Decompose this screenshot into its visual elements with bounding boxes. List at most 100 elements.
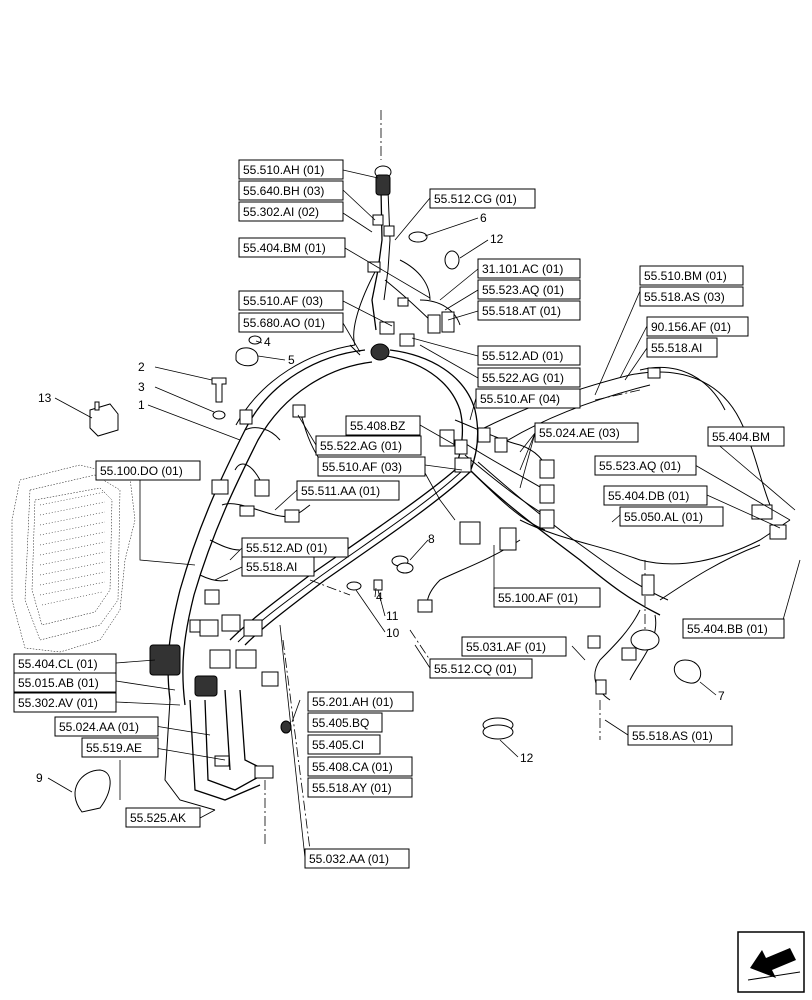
ref-55.518.AS-01[interactable]: 55.518.AS (01) [627, 725, 733, 746]
ref-55.511.AA-01[interactable]: 55.511.AA (01) [296, 480, 400, 501]
ref-55.050.AL-01[interactable]: 55.050.AL (01) [619, 506, 724, 527]
ref-55.518.AI-top[interactable]: 55.518.AI [646, 337, 718, 358]
ref-55.201.AH-01[interactable]: 55.201.AH (01) [307, 691, 414, 712]
ref-55.015.AB-01[interactable]: 55.015.AB (01) [13, 672, 117, 693]
svg-text:55.201.AH (01): 55.201.AH (01) [312, 695, 393, 709]
svg-text:55.510.AF (03): 55.510.AF (03) [322, 460, 402, 474]
ref-55.518.AY-01[interactable]: 55.518.AY (01) [307, 777, 413, 798]
ref-55.510.BM-01[interactable]: 55.510.BM (01) [639, 265, 744, 286]
ref-55.404.BB-01[interactable]: 55.404.BB (01) [682, 618, 785, 639]
svg-text:55.525.AK: 55.525.AK [130, 811, 186, 825]
svg-text:55.511.AA (01): 55.511.AA (01) [301, 484, 380, 498]
item-number-4-mid: 4 [376, 590, 383, 604]
controller-module [11, 464, 136, 653]
ref-55.522.AG-01-top[interactable]: 55.522.AG (01) [477, 367, 581, 388]
ref-31.101.AC-01[interactable]: 31.101.AC (01) [477, 258, 581, 279]
item-number-5: 5 [288, 353, 295, 367]
ref-55.512.CG-01[interactable]: 55.512.CG (01) [429, 188, 536, 209]
next-page-arrow-icon[interactable] [737, 931, 805, 993]
svg-text:55.510.AF (03): 55.510.AF (03) [243, 294, 323, 308]
ref-55.518.AI-left[interactable]: 55.518.AI [241, 556, 315, 577]
ref-55.518.AT-01[interactable]: 55.518.AT (01) [477, 300, 581, 321]
svg-text:55.050.AL (01): 55.050.AL (01) [624, 510, 703, 524]
svg-text:55.015.AB (01): 55.015.AB (01) [18, 676, 99, 690]
svg-text:55.404.BM (01): 55.404.BM (01) [243, 241, 326, 255]
svg-text:55.404.BM: 55.404.BM [712, 430, 770, 444]
ref-55.510.AF-03-top[interactable]: 55.510.AF (03) [238, 290, 344, 311]
ref-55.408.BZ[interactable]: 55.408.BZ [345, 415, 421, 436]
svg-text:55.512.AD (01): 55.512.AD (01) [482, 349, 563, 363]
ref-55.510.AF-04[interactable]: 55.510.AF (04) [475, 388, 581, 409]
svg-text:55.512.CQ (01): 55.512.CQ (01) [434, 662, 517, 676]
item-number-12-top: 12 [490, 232, 504, 246]
leader-lines [47, 169, 801, 859]
svg-text:55.640.BH (03): 55.640.BH (03) [243, 184, 324, 198]
svg-text:55.024.AA (01): 55.024.AA (01) [59, 720, 139, 734]
item-number-1: 1 [138, 398, 145, 412]
ref-55.680.AO-01[interactable]: 55.680.AO (01) [238, 312, 344, 333]
ref-55.100.AF-01[interactable]: 55.100.AF (01) [493, 587, 601, 608]
svg-text:55.100.DO (01): 55.100.DO (01) [100, 464, 183, 478]
svg-text:55.405.CI: 55.405.CI [312, 738, 364, 752]
item-number-13: 13 [38, 391, 52, 405]
svg-text:55.302.AV (01): 55.302.AV (01) [18, 696, 98, 710]
ref-55.522.AG-01-mid[interactable]: 55.522.AG (01) [315, 435, 422, 456]
ref-55.024.AE-03[interactable]: 55.024.AE (03) [534, 422, 639, 443]
ref-55.512.AD-01-left[interactable]: 55.512.AD (01) [241, 537, 349, 558]
svg-text:55.404.CL (01): 55.404.CL (01) [18, 657, 98, 671]
ref-55.302.AI-02[interactable]: 55.302.AI (02) [238, 201, 344, 222]
reference-labels: 55.510.AH (01) 55.640.BH (03) 55.302.AI … [13, 159, 785, 869]
ref-55.523.AQ-01-top[interactable]: 55.523.AQ (01) [477, 279, 581, 300]
components [74, 165, 787, 813]
ref-55.525.AK[interactable]: 55.525.AK [125, 807, 201, 828]
ref-55.640.BH-03[interactable]: 55.640.BH (03) [238, 180, 344, 201]
ref-55.512.AD-01-top[interactable]: 55.512.AD (01) [477, 345, 581, 366]
ref-55.100.DO-01[interactable]: 55.100.DO (01) [95, 460, 201, 481]
ref-55.031.AF-01[interactable]: 55.031.AF (01) [461, 636, 567, 657]
ref-55.302.AV-01[interactable]: 55.302.AV (01) [13, 692, 117, 713]
svg-text:55.100.AF (01): 55.100.AF (01) [498, 591, 578, 605]
svg-text:90.156.AF (01): 90.156.AF (01) [651, 320, 731, 334]
svg-text:55.024.AE (03): 55.024.AE (03) [539, 426, 620, 440]
ref-55.518.AS-03[interactable]: 55.518.AS (03) [639, 286, 744, 307]
item-number-12-bottom: 12 [520, 751, 534, 765]
svg-text:55.523.AQ (01): 55.523.AQ (01) [482, 283, 564, 297]
ref-55.405.BQ[interactable]: 55.405.BQ [307, 712, 383, 733]
svg-text:55.408.BZ: 55.408.BZ [350, 419, 405, 433]
ref-55.404.BM[interactable]: 55.404.BM [707, 426, 785, 447]
item-number-2: 2 [138, 360, 145, 374]
ref-55.510.AF-03-mid[interactable]: 55.510.AF (03) [317, 456, 426, 477]
ref-55.523.AQ-01-right[interactable]: 55.523.AQ (01) [594, 455, 697, 476]
svg-text:55.302.AI (02): 55.302.AI (02) [243, 205, 319, 219]
ref-55.510.AH-01[interactable]: 55.510.AH (01) [238, 159, 344, 180]
svg-text:55.518.AS (03): 55.518.AS (03) [644, 290, 725, 304]
ref-55.404.CL-01[interactable]: 55.404.CL (01) [13, 653, 117, 674]
ref-55.512.CQ-01[interactable]: 55.512.CQ (01) [429, 658, 533, 679]
item-numbers: 6 12 4 5 2 3 13 1 8 4 11 10 7 12 9 [36, 211, 725, 785]
item-number-4-top: 4 [264, 335, 271, 349]
svg-text:55.510.AH (01): 55.510.AH (01) [243, 163, 324, 177]
ref-55.024.AA-01[interactable]: 55.024.AA (01) [54, 716, 159, 737]
item-number-11: 11 [386, 609, 399, 623]
ref-90.156.AF-01[interactable]: 90.156.AF (01) [646, 316, 749, 337]
ref-55.408.CA-01[interactable]: 55.408.CA (01) [307, 756, 413, 777]
ref-55.404.DB-01[interactable]: 55.404.DB (01) [603, 485, 708, 506]
ref-55.519.AE[interactable]: 55.519.AE [81, 737, 159, 758]
svg-text:55.518.AT (01): 55.518.AT (01) [482, 304, 561, 318]
item-number-10: 10 [386, 626, 400, 640]
svg-text:55.519.AE: 55.519.AE [86, 741, 142, 755]
svg-text:55.512.AD (01): 55.512.AD (01) [246, 541, 327, 555]
ref-55.032.AA-01[interactable]: 55.032.AA (01) [304, 848, 410, 869]
center-lines [264, 110, 646, 851]
svg-text:55.404.DB (01): 55.404.DB (01) [608, 489, 689, 503]
ref-55.404.BM-01[interactable]: 55.404.BM (01) [238, 237, 346, 258]
svg-text:55.523.AQ (01): 55.523.AQ (01) [599, 459, 681, 473]
svg-text:55.405.BQ: 55.405.BQ [312, 716, 369, 730]
harness-wires [164, 189, 791, 811]
svg-text:55.518.AY (01): 55.518.AY (01) [312, 781, 392, 795]
ref-55.405.CI[interactable]: 55.405.CI [307, 734, 381, 755]
item-number-9: 9 [36, 771, 43, 785]
item-number-6: 6 [480, 211, 487, 225]
svg-text:55.680.AO (01): 55.680.AO (01) [243, 316, 325, 330]
